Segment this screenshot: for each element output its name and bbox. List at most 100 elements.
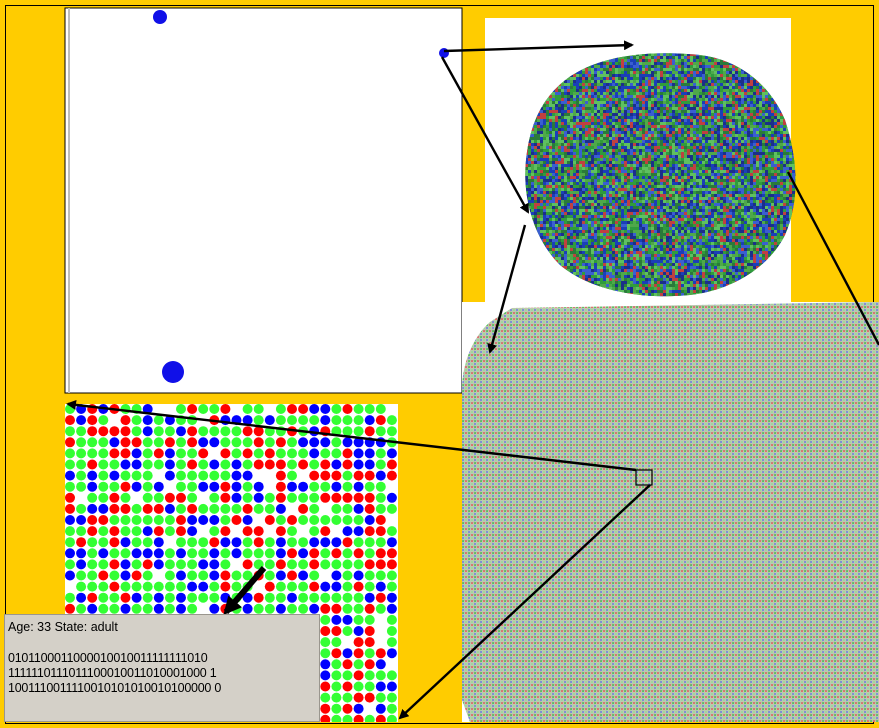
colony-speck (645, 68, 648, 71)
colony-speck (582, 194, 585, 197)
colony-speck (672, 152, 675, 155)
colony-speck (600, 113, 603, 116)
colony-speck (693, 95, 696, 98)
colony-speck (729, 140, 732, 143)
colony-speck (780, 143, 783, 146)
colony-speck (546, 158, 549, 161)
colony-speck (570, 173, 573, 176)
colony-speck (615, 128, 618, 131)
colony-speck (741, 188, 744, 191)
colony-speck (657, 146, 660, 149)
colony-speck (639, 80, 642, 83)
colony-speck (708, 86, 711, 89)
colony-speck (672, 86, 675, 89)
colony-speck (678, 185, 681, 188)
colony-speck (675, 80, 678, 83)
colony-speck (567, 122, 570, 125)
colony-speck (702, 56, 705, 59)
colony-speck (615, 200, 618, 203)
colony-speck (732, 101, 735, 104)
colony-speck (633, 146, 636, 149)
colony-speck (639, 146, 642, 149)
colony-speck (735, 146, 738, 149)
colony-speck (552, 200, 555, 203)
colony-speck (690, 101, 693, 104)
colony-speck (753, 116, 756, 119)
colony-speck (597, 179, 600, 182)
colony-speck (729, 134, 732, 137)
colony-speck (606, 125, 609, 128)
colony-speck (636, 77, 639, 80)
colony-speck (630, 68, 633, 71)
colony-speck (567, 197, 570, 200)
colony-speck (756, 152, 759, 155)
colony-speck (771, 185, 774, 188)
colony-speck (705, 179, 708, 182)
colony-speck (624, 173, 627, 176)
colony-speck (741, 95, 744, 98)
colony-speck (597, 125, 600, 128)
colony-speck (675, 56, 678, 59)
colony-speck (567, 206, 570, 209)
colony-speck (714, 194, 717, 197)
colony-speck (630, 110, 633, 113)
colony-speck (774, 155, 777, 158)
colony-speck (684, 83, 687, 86)
colony-speck (615, 185, 618, 188)
colony-speck (642, 182, 645, 185)
colony-speck (603, 62, 606, 65)
colony-speck (675, 176, 678, 179)
colony-speck (585, 164, 588, 167)
colony-speck (780, 122, 783, 125)
colony-speck (648, 113, 651, 116)
colony-speck (786, 179, 789, 182)
colony-speck (645, 119, 648, 122)
colony-speck (609, 65, 612, 68)
colony-speck (780, 191, 783, 194)
colony-speck (741, 119, 744, 122)
colony-speck (738, 146, 741, 149)
colony-speck (762, 143, 765, 146)
colony-speck (765, 143, 768, 146)
colony-speck (579, 161, 582, 164)
colony-speck (678, 209, 681, 212)
colony-speck (621, 74, 624, 77)
colony-speck (726, 77, 729, 80)
colony-speck (615, 143, 618, 146)
colony-speck (552, 119, 555, 122)
colony-speck (744, 206, 747, 209)
colony-speck (693, 203, 696, 206)
colony-speck (696, 149, 699, 152)
colony-speck (786, 206, 789, 209)
colony-speck (777, 176, 780, 179)
colony-speck (759, 95, 762, 98)
colony-speck (597, 140, 600, 143)
colony-speck (630, 164, 633, 167)
colony-speck (681, 173, 684, 176)
colony-speck (645, 134, 648, 137)
colony-speck (630, 77, 633, 80)
colony-speck (627, 128, 630, 131)
colony-speck (741, 140, 744, 143)
colony-speck (702, 71, 705, 74)
colony-speck (735, 191, 738, 194)
colony-speck (687, 104, 690, 107)
colony-speck (729, 173, 732, 176)
colony-speck (666, 188, 669, 191)
colony-speck (624, 110, 627, 113)
colony-speck (642, 194, 645, 197)
colony-speck (762, 125, 765, 128)
colony-speck (699, 173, 702, 176)
colony-speck (654, 134, 657, 137)
colony-speck (774, 149, 777, 152)
colony-speck (690, 92, 693, 95)
colony-speck (570, 125, 573, 128)
colony-speck (597, 137, 600, 140)
colony-speck (660, 80, 663, 83)
colony-speck (657, 113, 660, 116)
colony-speck (645, 98, 648, 101)
colony-speck (615, 173, 618, 176)
colony-speck (690, 152, 693, 155)
colony-speck (567, 101, 570, 104)
colony-speck (546, 134, 549, 137)
